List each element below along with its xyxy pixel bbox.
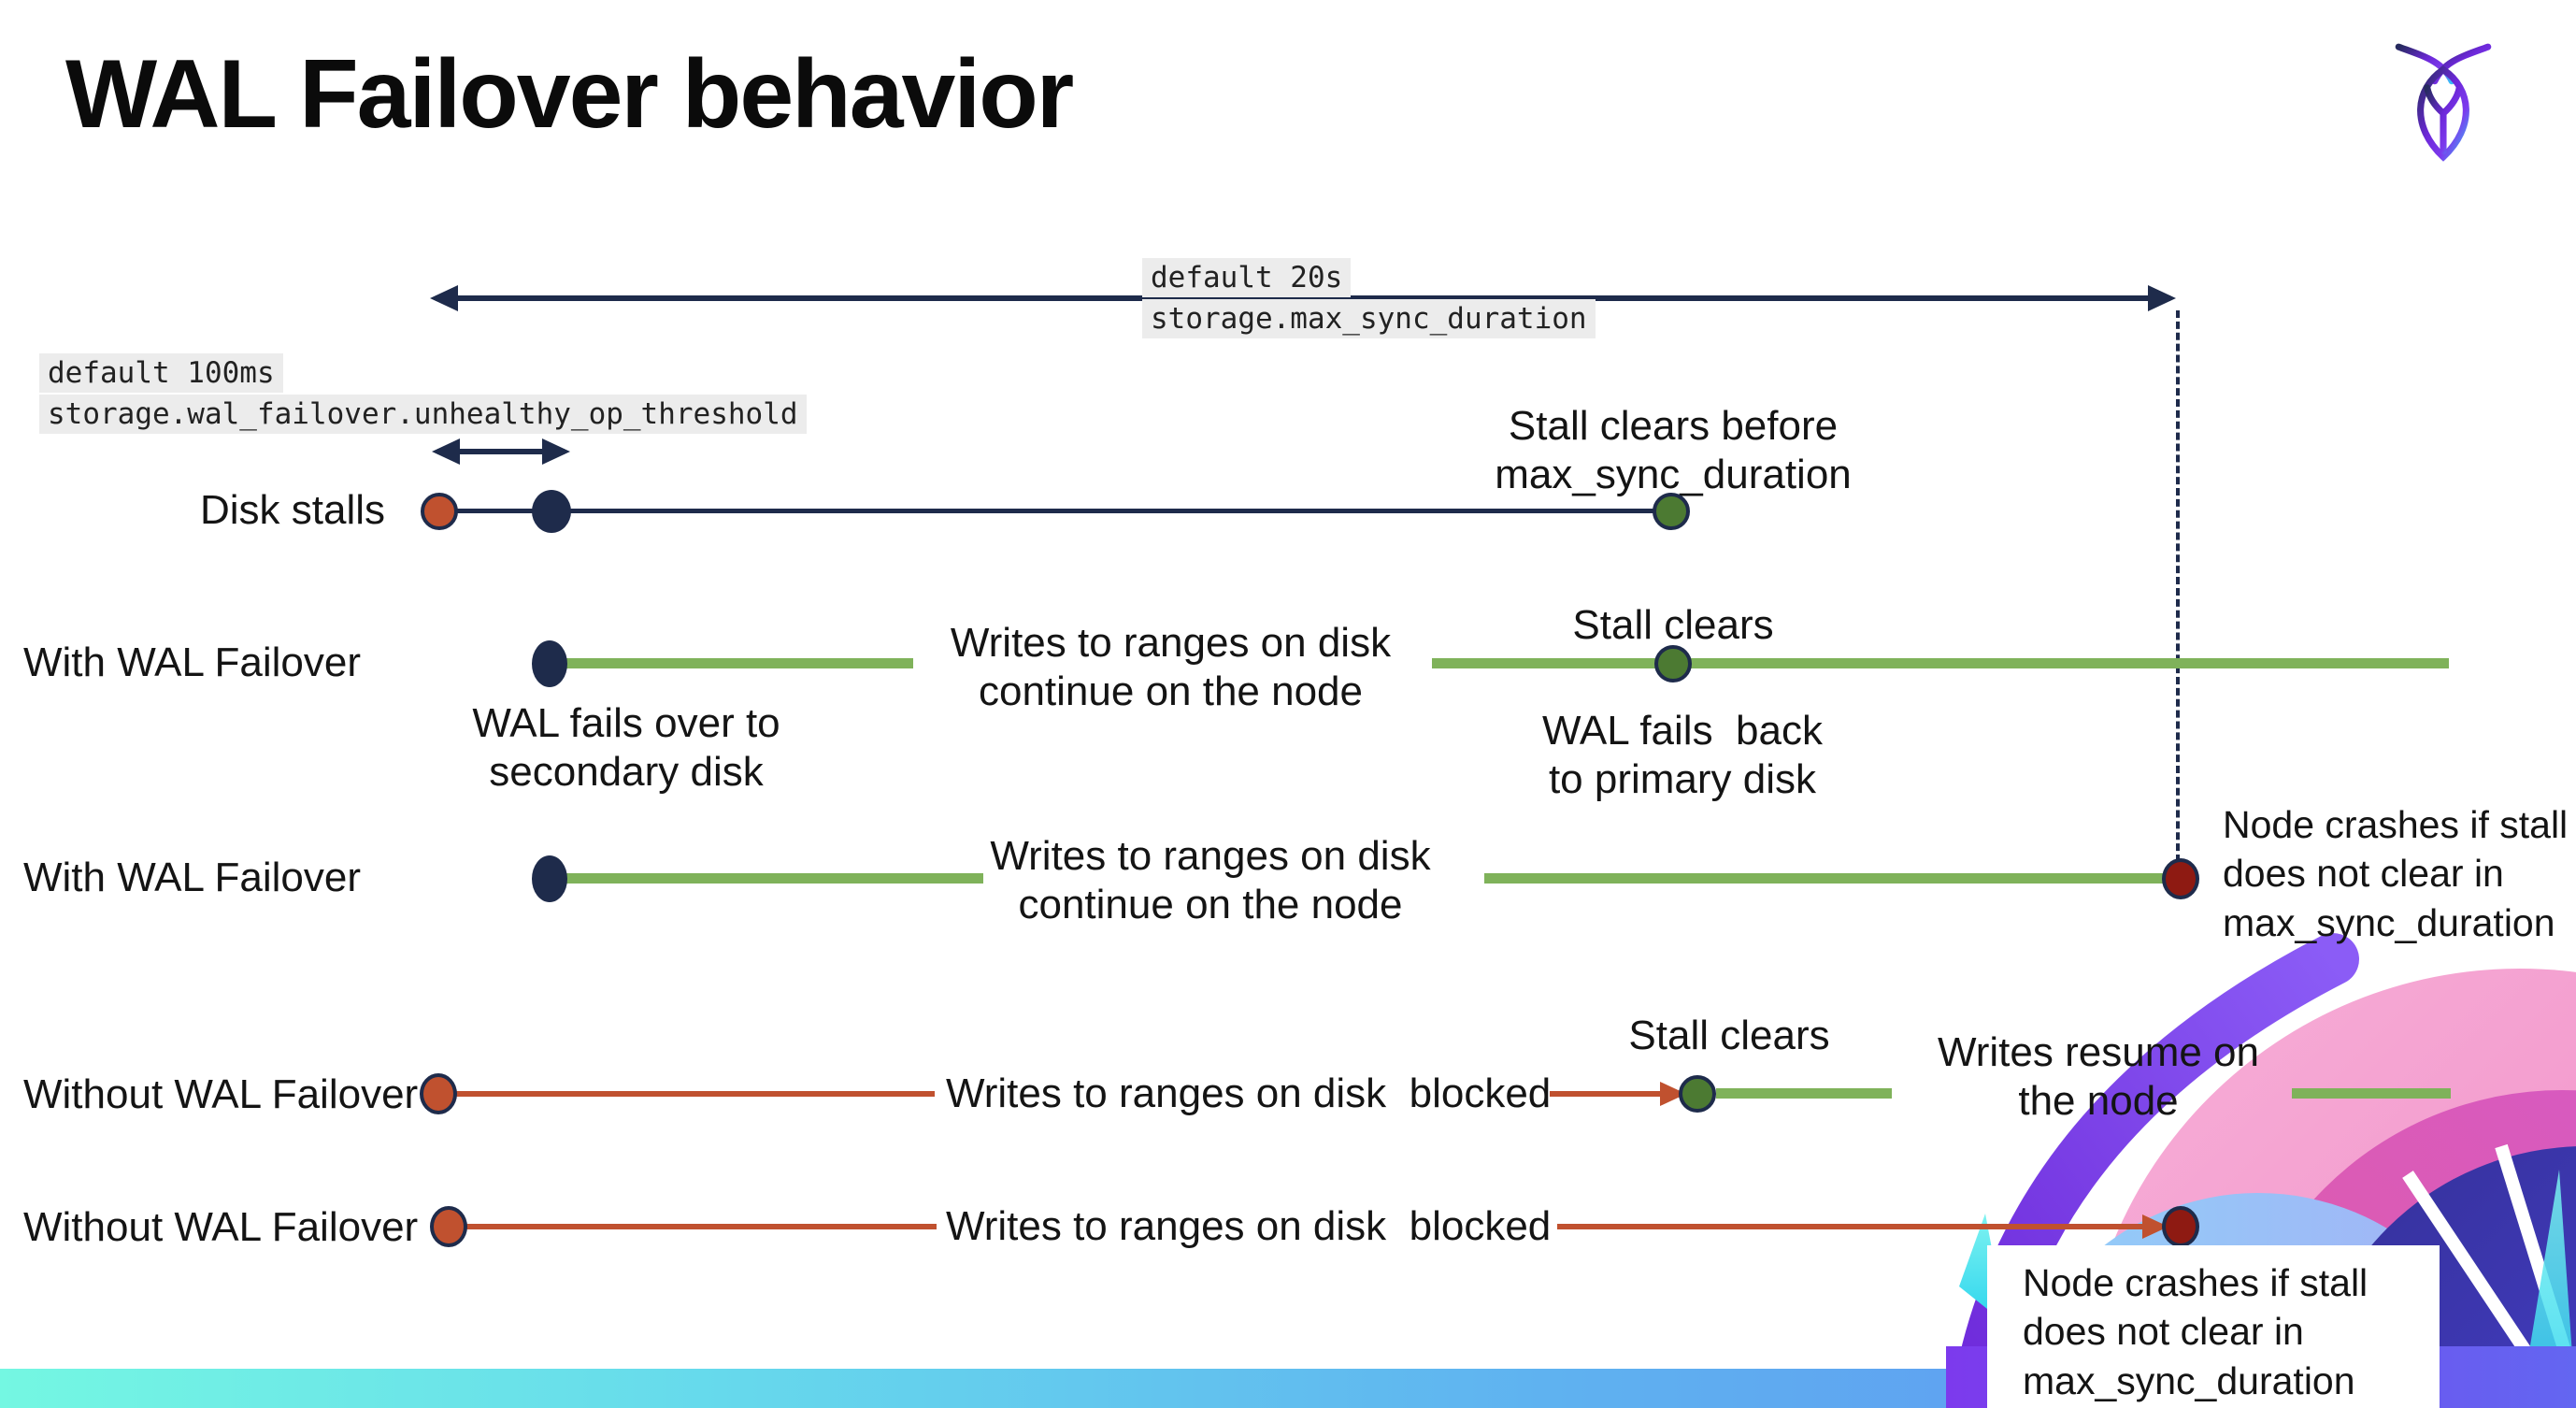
arrow-right-icon [2148, 285, 2176, 311]
row-label-with-wal-failover-1: With WAL Failover [23, 639, 362, 685]
page-title: WAL Failover behavior [65, 40, 1074, 149]
stall-clears-dot-row4 [1679, 1075, 1716, 1113]
timeline-row3-segment-a [561, 873, 983, 884]
arrow-right-icon [542, 438, 570, 465]
note-stall-clears-row4: Stall clears [1628, 1013, 1830, 1058]
max-sync-duration-span-arrow [430, 284, 2176, 312]
threshold-dot [532, 490, 571, 533]
note-stall-clears-row2: Stall clears [1572, 602, 1774, 648]
row-label-disk-stalls: Disk stalls [199, 487, 385, 533]
note-writes-resume: Writes resume on the node [1938, 1029, 2259, 1124]
note-writes-continue-1: Writes to ranges on disk continue on the… [950, 620, 1392, 714]
arrow-shaft [1550, 1091, 1681, 1097]
note-node-crashes-row5: Node crashes if stall does not clear in … [2023, 1261, 2368, 1402]
max-sync-deadline-dashed-line [2176, 310, 2180, 862]
unhealthy-op-threshold-span-arrow [432, 438, 570, 466]
note-stall-clears-before: Stall clears before max_sync_duration [1495, 403, 1852, 497]
node-crash-dot-row5 [2162, 1206, 2199, 1247]
note-wal-fails-over: WAL fails over to secondary disk [472, 700, 780, 795]
code-label-max-sync-duration: storage.max_sync_duration [1142, 299, 1596, 338]
note-writes-blocked-2: Writes to ranges on disk blocked [946, 1203, 1552, 1249]
stall-clears-dot-row2 [1654, 645, 1692, 682]
timeline-row5-blocked-segment [465, 1224, 937, 1229]
failover-start-dot [532, 640, 567, 687]
code-label-default-20s: default 20s [1142, 258, 1352, 297]
row-label-without-wal-failover-1: Without WAL Failover [23, 1071, 419, 1117]
code-label-default-100ms: default 100ms [39, 353, 283, 393]
timeline-row1 [439, 509, 1671, 513]
stall-start-dot [421, 493, 458, 530]
stall-start-dot-row5 [430, 1206, 467, 1247]
failover-start-dot-row3 [532, 855, 567, 902]
stall-start-dot-row4 [420, 1073, 457, 1114]
timeline-row3-segment-b [1484, 873, 2167, 884]
note-wal-fails-back: WAL fails back to primary disk [1542, 708, 1823, 802]
note-writes-continue-2: Writes to ranges on disk continue on the… [990, 833, 1431, 927]
timeline-row4-blocked-segment [455, 1091, 935, 1097]
arrow-shaft [1557, 1224, 2163, 1229]
row-label-with-wal-failover-2: With WAL Failover [23, 855, 362, 900]
stall-clears-dot [1653, 493, 1690, 530]
timeline-row4-resume-segment-2 [2292, 1088, 2451, 1099]
blocked-arrow-row5 [1552, 1213, 2168, 1241]
timeline-row2-segment-a [561, 658, 913, 668]
row-label-without-wal-failover-2: Without WAL Failover [23, 1204, 419, 1250]
arrow-shaft [436, 295, 2170, 301]
note-writes-blocked-1: Writes to ranges on disk blocked [946, 1070, 1552, 1116]
timeline-row2-segment-b [1432, 658, 2449, 668]
cockroachdb-logo-icon [2395, 43, 2492, 162]
arrow-shaft [437, 449, 565, 454]
code-label-unhealthy-op-threshold: storage.wal_failover.unhealthy_op_thresh… [39, 395, 807, 434]
timeline-row4-resume-segment [1716, 1088, 1892, 1099]
node-crash-dot-row3 [2162, 858, 2199, 899]
blocked-arrow-row4 [1544, 1080, 1686, 1108]
crash-note-card: Node crashes if stall does not clear in … [1987, 1245, 2440, 1408]
note-node-crashes-row3: Node crashes if stall does not clear in … [2223, 803, 2569, 944]
